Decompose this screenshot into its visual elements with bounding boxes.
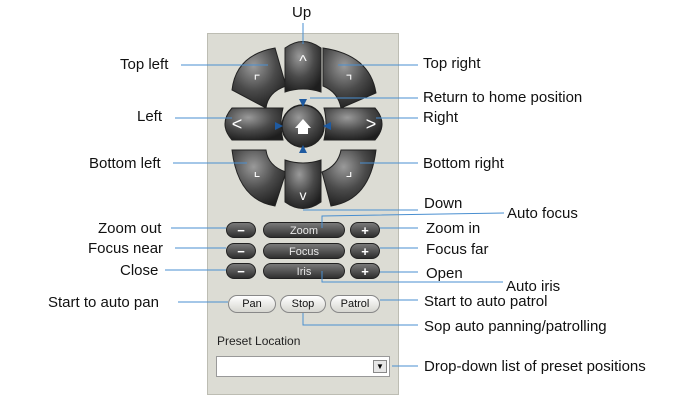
callout-zoom-out: Zoom out bbox=[98, 220, 162, 237]
home-icon bbox=[295, 119, 311, 134]
patrol-button[interactable]: Patrol bbox=[330, 295, 380, 313]
callout-bottom-left: Bottom left bbox=[89, 155, 161, 172]
down-button[interactable] bbox=[284, 159, 322, 209]
up-pointer-icon bbox=[299, 99, 307, 107]
top-right-glyph: ⌝ bbox=[345, 73, 352, 90]
stop-button[interactable]: Stop bbox=[280, 295, 326, 313]
focus-far-button[interactable]: + bbox=[350, 243, 380, 259]
callout-start-auto-pan: Start to auto pan bbox=[48, 294, 159, 311]
callout-right: Right bbox=[423, 109, 459, 126]
bottom-left-glyph: ⌞ bbox=[253, 163, 260, 180]
focus-bar[interactable]: Focus bbox=[263, 243, 345, 259]
left-chevron-icon: < bbox=[232, 114, 243, 134]
iris-close-button[interactable]: − bbox=[226, 263, 256, 279]
callout-auto-focus: Auto focus bbox=[507, 205, 578, 222]
callout-auto-iris: Auto iris bbox=[506, 278, 561, 295]
callout-focus-far: Focus far bbox=[426, 241, 489, 258]
callout-left: Left bbox=[137, 108, 163, 125]
zoom-in-button[interactable]: + bbox=[350, 222, 380, 238]
callout-top-right: Top right bbox=[423, 55, 481, 72]
focus-near-button[interactable]: − bbox=[226, 243, 256, 259]
callout-top-left: Top left bbox=[120, 56, 169, 73]
zoom-bar: Zoom bbox=[263, 222, 345, 238]
preset-location-select[interactable]: ▼ bbox=[216, 356, 390, 377]
bottom-left-button[interactable] bbox=[231, 149, 287, 207]
callout-stop-auto: Sop auto panning/patrolling bbox=[424, 318, 607, 335]
callout-open: Open bbox=[426, 265, 463, 282]
dropdown-arrow-icon[interactable]: ▼ bbox=[373, 360, 387, 373]
pan-button[interactable]: Pan bbox=[228, 295, 276, 313]
callout-up: Up bbox=[292, 4, 312, 21]
up-button[interactable] bbox=[284, 41, 322, 93]
callout-zoom-in: Zoom in bbox=[426, 220, 481, 237]
callout-close: Close bbox=[120, 262, 159, 279]
down-chevron-icon: v bbox=[300, 187, 307, 203]
top-right-button[interactable] bbox=[322, 47, 377, 109]
callout-down: Down bbox=[424, 195, 463, 212]
bottom-right-button[interactable] bbox=[321, 149, 377, 207]
callout-dropdown: Drop-down list of preset positions bbox=[424, 358, 646, 375]
top-left-button[interactable] bbox=[231, 47, 287, 109]
up-chevron-icon: ^ bbox=[299, 53, 307, 70]
callout-return-home: Return to home position bbox=[423, 89, 583, 106]
right-pointer-icon bbox=[323, 122, 331, 130]
preset-location-label: Preset Location bbox=[217, 334, 301, 348]
iris-bar[interactable]: Iris bbox=[263, 263, 345, 279]
right-button[interactable] bbox=[323, 107, 383, 141]
down-pointer-icon bbox=[299, 145, 307, 153]
zoom-out-button[interactable]: − bbox=[226, 222, 256, 238]
left-pointer-icon bbox=[275, 122, 283, 130]
left-button[interactable] bbox=[224, 107, 284, 141]
callout-bottom-right: Bottom right bbox=[423, 155, 504, 172]
callout-focus-near: Focus near bbox=[88, 240, 164, 257]
iris-open-button[interactable]: + bbox=[350, 263, 380, 279]
bottom-right-glyph: ⌟ bbox=[345, 163, 352, 180]
callout-start-auto-patrol: Start to auto patrol bbox=[424, 293, 548, 310]
right-chevron-icon: > bbox=[366, 114, 377, 134]
top-left-glyph: ⌜ bbox=[253, 73, 260, 90]
